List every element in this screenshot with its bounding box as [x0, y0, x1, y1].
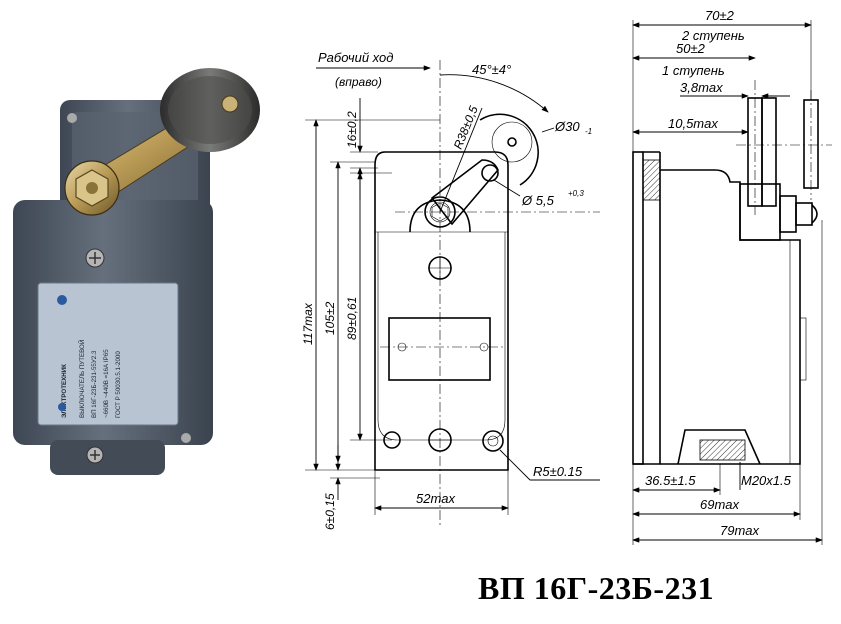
stage-1-label: 1 ступень: [662, 63, 725, 78]
hole-diameter-label: Ø 5,5: [521, 193, 555, 208]
travel-label: Рабочий ход: [318, 50, 393, 65]
dim-50-label: 50±2: [676, 41, 706, 56]
model-title: ВП 16Г-23Б-231: [478, 570, 715, 606]
dim-105-label: 105±2: [323, 301, 337, 335]
front-view-drawing: Рабочий ход (вправо) 45°±4° R38±0,5 Ø30 …: [301, 50, 600, 530]
photo-nameplate: [37, 282, 179, 426]
dim-3-8-label: 3,8max: [680, 80, 723, 95]
travel-sub-label: (вправо): [335, 75, 382, 89]
side-housing-outline: [660, 169, 801, 465]
photo-plate-line-1: ВЫКЛЮЧАТЕЛЬ ПУТЕВОЙ: [78, 340, 86, 418]
side-cable-gland: [677, 429, 761, 465]
photo-logo-icon: [57, 295, 67, 305]
dim-52-label: 52max: [416, 491, 456, 506]
dim-16-label: 16±0,2: [345, 111, 359, 148]
corner-radius-label: R5±0.15: [533, 464, 583, 479]
front-lever-arm: [430, 159, 499, 226]
dim-10-5-label: 10,5max: [668, 116, 718, 131]
front-label-window: [388, 317, 491, 381]
side-mount-plate: [632, 151, 644, 465]
photo-plate-line-2: ВП 16Г-23Б-231-55У2.3: [91, 350, 98, 418]
angle-arc: [439, 74, 549, 113]
roller-diameter-tolerance: -1: [585, 127, 592, 136]
dim-89-label: 89±0,61: [345, 297, 359, 340]
switch-photo: ЭЛЕКТРОТЕХНИК ВЫКЛЮЧАТЕЛЬ ПУТЕВОЙ ВП 16Г…: [13, 68, 260, 475]
dim-6-label: 6±0,15: [323, 493, 337, 530]
dim-36-5-label: 36.5±1.5: [645, 473, 696, 488]
thread-label: M20x1.5: [741, 473, 792, 488]
dim-117-label: 117max: [301, 302, 315, 345]
arm-radius-label: R38±0,5: [451, 104, 481, 152]
dim-70-label: 70±2: [705, 8, 735, 23]
photo-brand: ЭЛЕКТРОТЕХНИК: [61, 364, 68, 418]
side-view-drawing: 70±2 2 ступень 50±2 1 ступень 3,8max 10,…: [632, 8, 832, 545]
dim-79-label: 79max: [720, 523, 760, 538]
dim-69-label: 69max: [700, 497, 740, 512]
stage-2-label: 2 ступень: [681, 28, 745, 43]
front-arm-hole: [481, 164, 499, 182]
hole-diameter-tolerance: +0,3: [568, 189, 584, 198]
photo-plate-line-4: ГОСТ Р 50030.5.1-2000: [115, 351, 122, 418]
front-roller-outline: [479, 113, 539, 186]
roller-diameter-label: Ø30: [554, 119, 580, 134]
angle-label: 45°±4°: [472, 62, 511, 77]
photo-plate-line-3: ~660В ~440В =16А IP65: [103, 349, 110, 418]
